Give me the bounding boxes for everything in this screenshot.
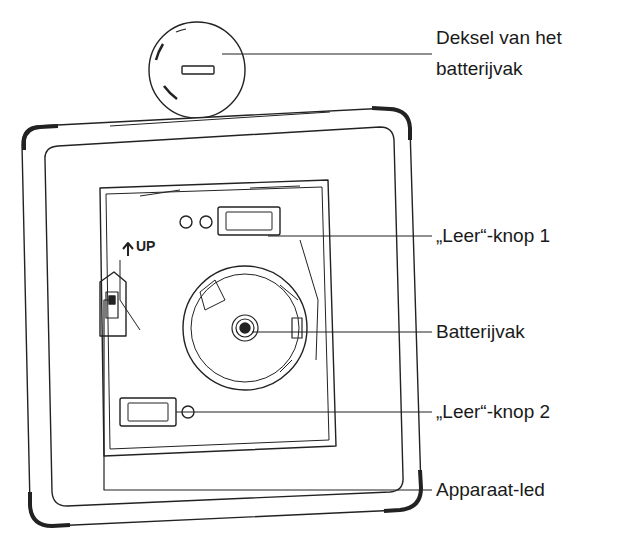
device-recess xyxy=(100,180,336,456)
part-label: „Leer“-knop 2 xyxy=(436,396,631,427)
up-arrow xyxy=(123,243,133,256)
battery-lid xyxy=(149,22,245,118)
up-marking: UP xyxy=(136,238,176,254)
battery-compartment xyxy=(183,266,307,390)
part-label: „Leer“-knop 1 xyxy=(436,220,631,251)
leader-lines xyxy=(104,54,432,490)
part-label: Deksel van het batterijvak xyxy=(436,22,626,84)
part-label: Apparaat-led xyxy=(436,474,631,505)
device-housing xyxy=(22,108,421,526)
part-label: Batterijvak xyxy=(436,316,631,347)
learn-buttons xyxy=(120,207,280,426)
